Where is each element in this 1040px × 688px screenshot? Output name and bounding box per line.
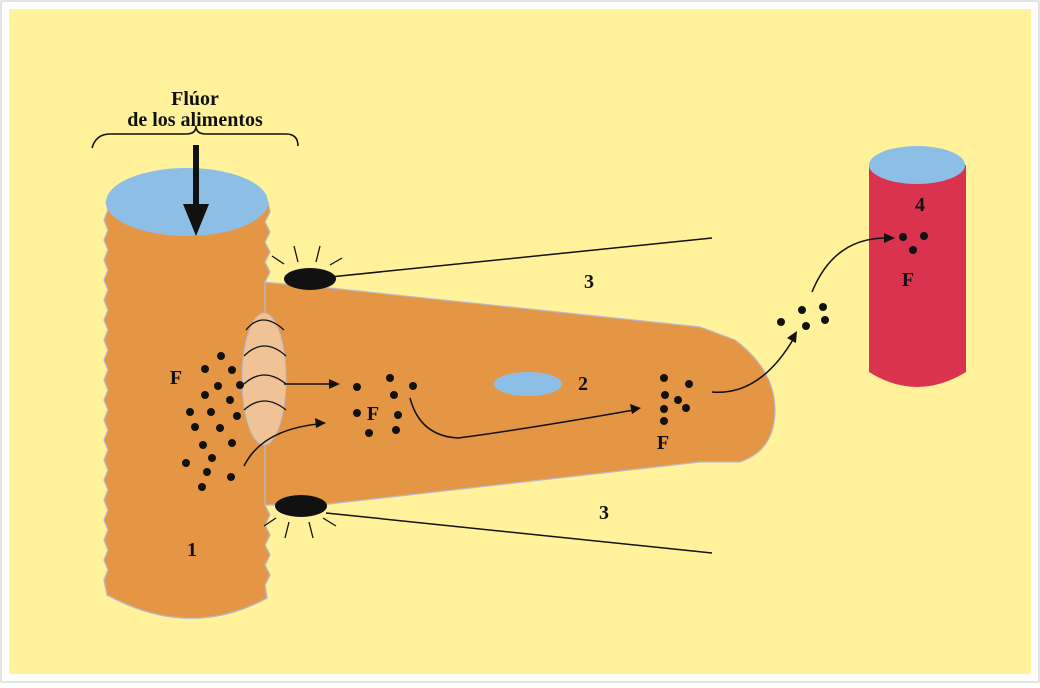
tight-junction-top [284,268,336,290]
tight-junction-bottom [275,495,327,517]
intestine-lumen-opening [106,168,268,236]
fluoride-label-cell: F [367,403,379,425]
fluoride-label-lumen: F [170,367,182,389]
source-label-line2: de los alimentos [127,109,263,131]
label-3-top: 3 [584,271,594,293]
label-2: 2 [578,373,588,395]
source-label-line1: Flúor [171,88,219,110]
cell-nucleus [494,372,562,396]
blood-vessel-opening [869,146,965,184]
fluoride-label-blood: F [902,269,914,291]
label-1: 1 [187,539,197,561]
fluoride-label-basal: F [657,432,669,454]
label-3-bottom: 3 [599,502,609,524]
label-4: 4 [915,194,925,216]
